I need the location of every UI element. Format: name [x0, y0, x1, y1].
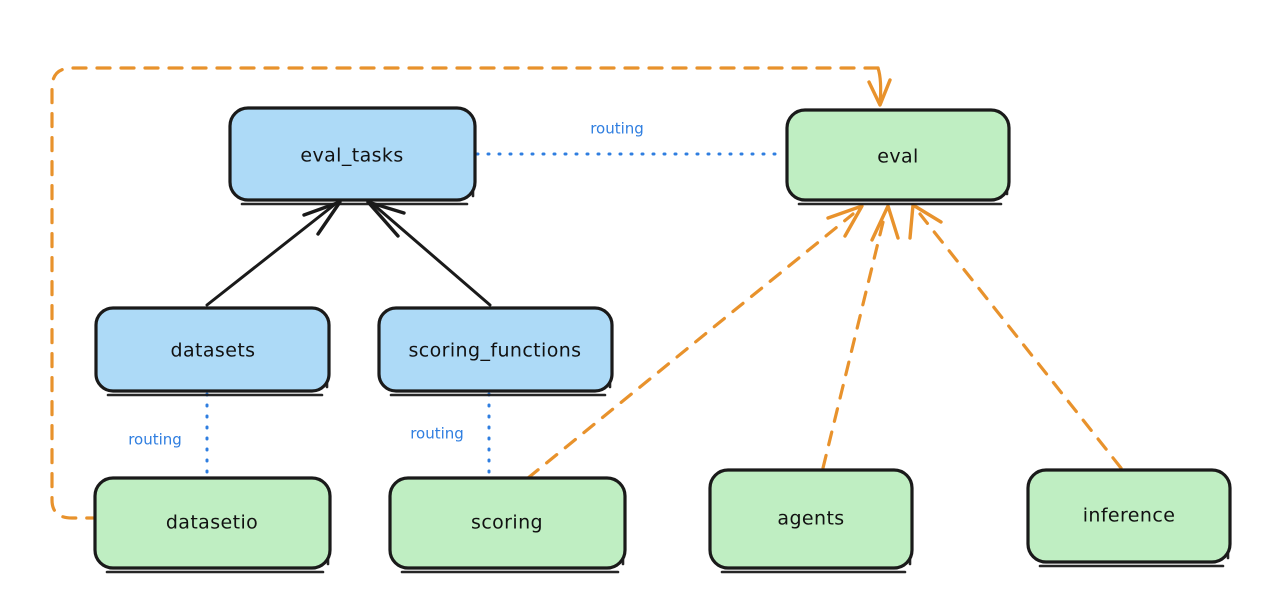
arrowhead-eval-bottom-left	[826, 204, 864, 238]
node-agents-shape[interactable]	[708, 468, 914, 570]
node-datasetio[interactable]: datasetio	[93, 476, 332, 574]
edge-scoring-to-eval	[526, 204, 864, 480]
routing-label-scoring-functions: routing	[410, 425, 464, 443]
edge-inference-to-eval	[908, 203, 1123, 470]
node-scoring-label: scoring	[471, 512, 543, 534]
node-scoring-shape[interactable]	[388, 476, 627, 570]
routing-label-eval-tasks: routing	[590, 120, 644, 138]
node-datasets[interactable]: datasets	[94, 306, 331, 397]
node-eval-tasks-shape[interactable]	[228, 106, 477, 202]
arrowhead-eval-bottom-center	[870, 204, 900, 242]
edge-scoring-functions-to-scoring: routing	[410, 392, 491, 478]
edge-datasets-to-eval-tasks	[205, 200, 342, 307]
node-eval-tasks[interactable]: eval_tasks	[228, 106, 477, 206]
edge-group: routing routing routing	[50, 66, 1123, 520]
node-scoring[interactable]: scoring	[388, 476, 627, 574]
node-datasets-shape[interactable]	[94, 306, 331, 393]
arrowhead-eval-top	[867, 78, 892, 107]
node-scoring-functions-label: scoring_functions	[409, 340, 582, 362]
edge-eval-tasks-to-eval: routing	[475, 120, 787, 156]
edge-datasets-to-datasetio: routing	[128, 392, 209, 478]
node-agents-label: agents	[777, 508, 844, 530]
node-inference-label: inference	[1083, 505, 1176, 527]
edge-scoring-functions-to-eval-tasks	[366, 200, 492, 307]
node-inference-shape[interactable]	[1026, 468, 1232, 564]
node-datasets-label: datasets	[171, 340, 256, 362]
node-eval-label: eval	[877, 146, 918, 168]
node-scoring-functions[interactable]: scoring_functions	[377, 306, 614, 397]
node-eval-shape[interactable]	[785, 108, 1011, 202]
node-group: eval_tasks eval datasets scor	[93, 106, 1232, 574]
node-scoring-functions-shape[interactable]	[377, 306, 614, 393]
node-eval-tasks-label: eval_tasks	[300, 145, 403, 167]
arrowhead-eval-tasks-right	[366, 200, 406, 238]
arrowhead-eval-tasks-left	[302, 200, 342, 236]
node-datasetio-label: datasetio	[166, 512, 258, 534]
edge-eval-to-datasetio	[50, 66, 892, 520]
node-eval[interactable]: eval	[785, 108, 1011, 206]
node-datasetio-shape[interactable]	[93, 476, 332, 570]
edge-agents-to-eval	[821, 204, 900, 470]
node-inference[interactable]: inference	[1026, 468, 1232, 568]
routing-label-datasets: routing	[128, 431, 182, 449]
node-agents[interactable]: agents	[708, 468, 914, 574]
